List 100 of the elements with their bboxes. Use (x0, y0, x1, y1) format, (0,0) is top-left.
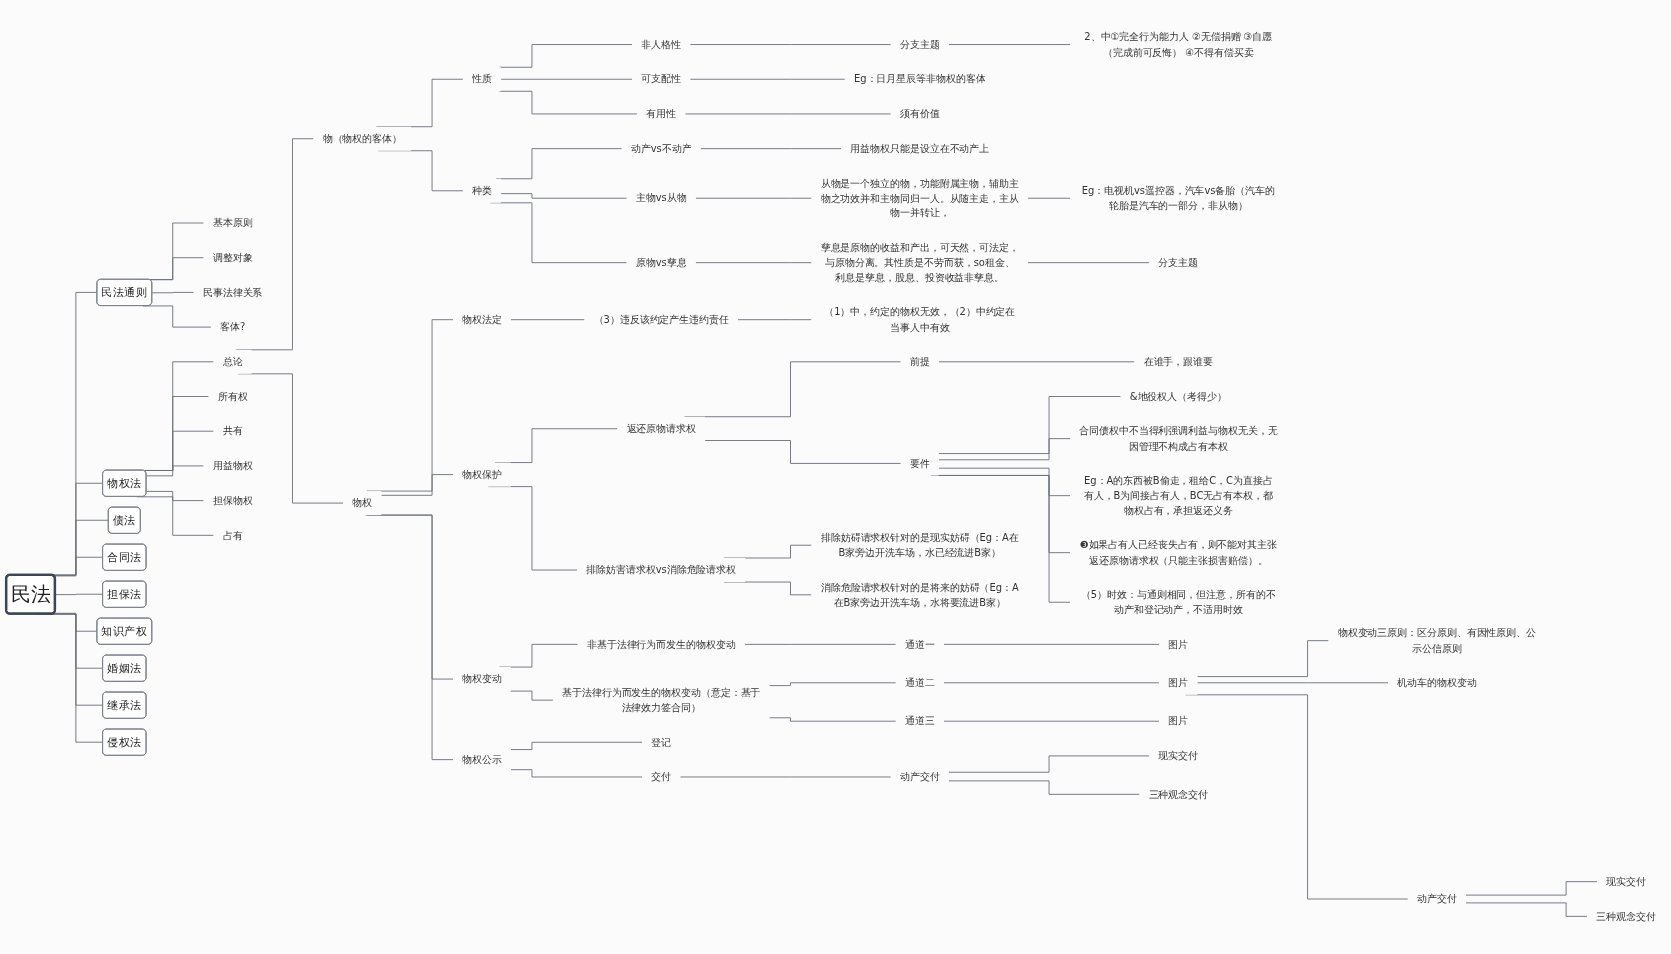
node-text: 图片 (1168, 677, 1189, 689)
connector (54, 594, 104, 596)
connector (948, 755, 1150, 773)
connector (938, 468, 1071, 497)
connector (53, 557, 104, 577)
connector (737, 319, 812, 321)
connector (695, 262, 812, 264)
node-text: 物权法定 (462, 314, 502, 326)
connector (498, 44, 633, 68)
node-text: 通道二 (904, 677, 935, 689)
node-text: 合同债权中不当得利强调利益与物权无关，无因管理不构成占有本权 (1079, 425, 1278, 452)
node-text: &地役权人（考得少） (1129, 390, 1227, 403)
connector (943, 682, 1160, 684)
connector (938, 396, 1122, 455)
connector (695, 198, 812, 199)
node-text: 孳息是原物的收益和产出，可天然，可法定，与原物分离。其性质是不劳而获，so租金、利息是孳息，股息、投资收益非孳息。 (820, 242, 1019, 284)
connector (938, 438, 1071, 461)
connector (679, 776, 892, 778)
node-text: 三种观念交付 (1148, 788, 1209, 801)
node-text: 物权变动 (462, 673, 502, 685)
node-text: 非基于法律行为而发生的物权变动 (586, 638, 736, 651)
node-text: Eg：电视机vs遥控器，汽车vs备胎（汽车的轮胎是汽车的一部分，非从物） (1081, 185, 1275, 212)
node-text: 所有权 (217, 390, 248, 403)
connector (146, 491, 205, 502)
node-text: 现实交付 (1158, 750, 1199, 762)
node-text: 机动车的物权变动 (1397, 677, 1477, 689)
node-text: 动产交付 (1417, 893, 1457, 905)
node-text: （1）中，约定的物权无效，（2）中约定在当事人中有效 (824, 306, 1016, 333)
node-text: 三种观念交付 (1596, 910, 1656, 923)
node-text: 客体? (220, 321, 246, 333)
connector (235, 138, 314, 351)
node-text: 共有 (222, 425, 243, 438)
node-text: 2、中①完全行为能力人 ②无偿捐赠 ③自愿（完成前可反悔） ④不得有偿买卖 (1084, 31, 1273, 58)
connector (943, 644, 1160, 646)
connector (498, 644, 579, 668)
connector (510, 742, 643, 751)
node-text: ❸如果占有人已经丧失占有，则不能对其主张返还原物请求权（只能主张损害赔偿）。 (1079, 539, 1277, 566)
connector (500, 79, 633, 80)
node-text: 从物是一个独立的物，功能附属主物，辅助主物之功效并和主物同归一人。从随主走，主从物一并转让， (820, 177, 1019, 219)
node-text: 分支主题 (899, 38, 940, 51)
connector (689, 79, 846, 80)
node-text: 主物vs从物 (635, 192, 687, 205)
node-text: Eg：A的东西被B偷走，租给C，C为直接占有人，B为间接占有人，BC无占有本权，都物权占有，承担返还义务 (1083, 475, 1273, 517)
connector (380, 474, 454, 497)
connector (495, 148, 623, 180)
node-text: 现实交付 (1606, 876, 1646, 888)
connector (769, 717, 897, 722)
node-text: 消除危险请求权针对的是将来的妨碍（Eg：A在B家旁边开洗车场，水将要流进B家） (820, 581, 1019, 609)
node-text: 原物vs孳息 (635, 257, 687, 269)
node-text: 可支配性 (641, 73, 682, 86)
connector (723, 545, 812, 559)
node-text: 前提 (909, 356, 930, 368)
connector (1465, 881, 1598, 896)
node-text: 基本原则 (212, 217, 253, 229)
node-text: 物权变动三原则：区分原则、有因性原则、公示公信原则 (1337, 627, 1536, 654)
connector (500, 193, 628, 199)
node-text: （5）时效：与通则相同，但注意，所有的不动产和登记动产，不适用时效 (1080, 589, 1276, 616)
node-text: 图片 (1168, 638, 1189, 651)
node-text: 性质 (472, 73, 492, 86)
node-text: 排除妨碍请求权针对的是现实妨碍（Eg：A在B家旁边开洗车场，水已经流进B家） (820, 532, 1019, 559)
connector (938, 361, 1135, 363)
node-text: 在谁手，跟谁要 (1143, 356, 1214, 368)
node-text: 物权公示 (462, 753, 502, 766)
connector (151, 292, 195, 294)
node-text: 动产交付 (899, 771, 940, 783)
node-text: 动产vs不动产 (630, 143, 692, 155)
node-text: 通道三 (904, 715, 935, 728)
node-text: Eg：日月星辰等非物权的客体 (854, 73, 986, 86)
connector (684, 113, 892, 115)
node-text: 登记 (651, 736, 672, 749)
node-text: 调整对象 (212, 252, 253, 264)
node-text: 用益物权 (212, 460, 253, 472)
connector (769, 682, 897, 687)
connector (146, 465, 205, 477)
connector (700, 148, 842, 150)
connector (510, 690, 554, 701)
connector (1027, 198, 1071, 199)
node-text: 分支主题 (1158, 257, 1199, 269)
connector (704, 440, 902, 465)
node-text: 交付 (651, 771, 672, 783)
node-text: 用益物权只能是设立在不动产上 (850, 143, 990, 155)
connector (948, 44, 1071, 46)
node-text: 图片 (1168, 715, 1189, 728)
node-text: 非人格性 (641, 38, 682, 51)
connector (1465, 902, 1588, 918)
node-text: 排除妨害请求权vs消除危险请求权 (586, 564, 737, 576)
node-text: 担保物权 (212, 494, 253, 507)
connector (366, 319, 454, 492)
node-text: 基于法律行为而发生的物权变动（意定：基于法律效力签合同） (562, 687, 761, 714)
connector (1196, 640, 1329, 678)
connector (689, 44, 892, 46)
connector (510, 769, 643, 778)
connector (943, 721, 1160, 722)
connector (1196, 682, 1389, 684)
connector (1027, 262, 1150, 264)
connector (510, 319, 585, 321)
connector (948, 780, 1140, 796)
node-text: 通道一 (904, 638, 935, 651)
connector (744, 644, 897, 646)
node-text: （3）违反该约定产生违约责任 (593, 314, 729, 326)
